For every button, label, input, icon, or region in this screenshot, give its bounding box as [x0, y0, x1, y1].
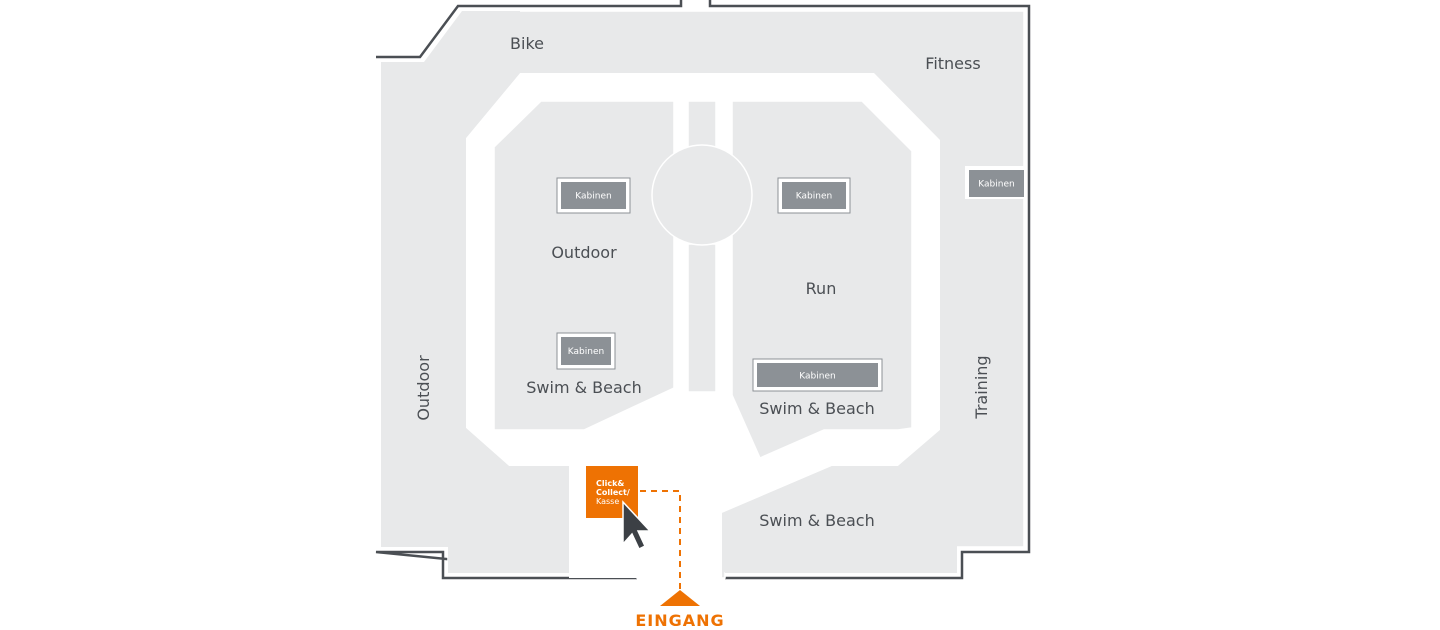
center-strip-lower: [687, 243, 717, 393]
checkout-label-line2: Collect/: [596, 488, 630, 497]
cabin-training[interactable]: Kabinen: [969, 170, 1024, 197]
center-round-display: [651, 144, 753, 246]
cabin-label: Kabinen: [568, 347, 604, 357]
zone-label-run: Run: [806, 279, 837, 298]
cabin-run-top[interactable]: Kabinen: [777, 177, 851, 214]
cabin-label: Kabinen: [978, 180, 1014, 190]
cabin-label: Kabinen: [796, 192, 832, 202]
cabin-label: Kabinen: [799, 372, 835, 382]
cabin-label: Kabinen: [575, 192, 611, 202]
zone-label-swim-beach-bottom: Swim & Beach: [759, 511, 874, 530]
block-swim-beach-bottom: [722, 430, 957, 573]
center-strip-upper: [687, 100, 717, 148]
zone-label-fitness: Fitness: [925, 54, 980, 73]
cabin-swim-right[interactable]: Kabinen: [752, 358, 883, 392]
checkout-label-line1: Click&: [596, 479, 624, 488]
zone-label-outdoor-side: Outdoor: [414, 355, 433, 421]
cabin-outdoor-top[interactable]: Kabinen: [556, 177, 631, 214]
mouse-pointer-icon: [622, 500, 652, 551]
triangle-up-icon: [660, 590, 700, 606]
checkout-label-line3: Kasse: [596, 497, 619, 506]
zone-label-swim-beach-left: Swim & Beach: [526, 378, 641, 397]
entrance-label: EINGANG: [635, 611, 724, 630]
zone-label-outdoor-center: Outdoor: [551, 243, 617, 262]
cabin-swim-left[interactable]: Kabinen: [556, 332, 616, 370]
block-outdoor-leg: [381, 11, 569, 573]
zone-label-bike: Bike: [510, 34, 544, 53]
entrance-route-line: [640, 490, 681, 592]
zone-label-swim-beach-right: Swim & Beach: [759, 399, 874, 418]
zone-label-training: Training: [972, 355, 991, 419]
